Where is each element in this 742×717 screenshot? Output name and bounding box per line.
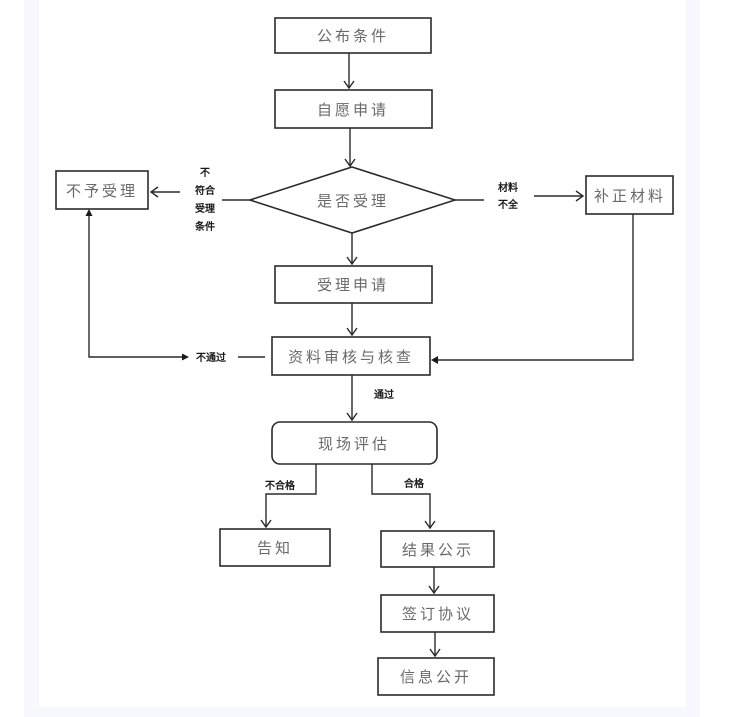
node-label: 公布条件 xyxy=(317,27,389,45)
node-box xyxy=(271,336,431,376)
node-box xyxy=(585,175,674,215)
edge-label: 不全 xyxy=(498,198,519,211)
edge-decision-to-supplement: 材料 不全 xyxy=(455,181,585,211)
node-box xyxy=(274,17,432,54)
node-label: 受理申请 xyxy=(317,276,389,294)
arrow-down-icon xyxy=(346,412,358,422)
edge-apply-to-decision xyxy=(344,128,356,168)
connector-line xyxy=(265,464,317,527)
node-label: 资料审核与核查 xyxy=(288,348,414,366)
node-supplement-materials: 补正材料 xyxy=(585,175,674,215)
edge-label: 通过 xyxy=(374,388,394,401)
arrow-down-icon xyxy=(260,519,272,529)
node-box xyxy=(380,530,495,568)
node-information-disclosure: 信息公开 xyxy=(377,657,495,696)
arrow-down-icon xyxy=(346,256,358,266)
edge-sign-to-disclose xyxy=(429,632,441,658)
node-box xyxy=(219,528,331,567)
edge-assess-to-publicize: 合格 xyxy=(371,464,436,530)
node-voluntary-application: 自愿申请 xyxy=(274,89,433,129)
edge-label: 材料 xyxy=(498,181,518,194)
node-label: 补正材料 xyxy=(594,187,666,205)
node-label: 信息公开 xyxy=(400,668,472,686)
arrow-down-icon xyxy=(344,158,356,168)
arrow-right-icon xyxy=(182,353,189,361)
node-label: 告知 xyxy=(257,539,293,557)
arrow-down-icon xyxy=(424,520,436,530)
edge-label: 条件 xyxy=(194,220,215,233)
node-box xyxy=(271,421,438,465)
edge-label: 不合格 xyxy=(265,479,296,492)
node-box xyxy=(274,265,433,304)
arrow-down-icon xyxy=(346,327,358,337)
edge-decision-to-accept xyxy=(346,233,358,266)
node-label: 签订协议 xyxy=(402,605,474,623)
node-accept-decision: 是否受理 xyxy=(247,166,458,234)
connector-line xyxy=(371,464,431,528)
edge-label: 受理 xyxy=(195,202,215,215)
node-notify: 告知 xyxy=(219,528,331,567)
edge-review-to-reject: 不通过 xyxy=(85,209,265,364)
arrow-down-icon xyxy=(429,648,441,658)
node-label: 现场评估 xyxy=(318,435,390,453)
node-label: 结果公示 xyxy=(402,541,474,559)
node-document-review: 资料审核与核查 xyxy=(271,336,431,376)
edge-review-to-assess: 通过 xyxy=(346,375,394,422)
node-box xyxy=(377,657,495,696)
node-box xyxy=(380,594,495,633)
edge-supplement-to-review xyxy=(431,214,634,364)
edge-assess-to-notify: 不合格 xyxy=(260,464,317,529)
edge-label: 符合 xyxy=(195,184,216,197)
node-publish-conditions: 公布条件 xyxy=(274,17,432,54)
node-box xyxy=(274,89,433,129)
edge-label: 不通过 xyxy=(196,351,226,364)
node-sign-agreement: 签订协议 xyxy=(380,594,495,633)
edge-publicize-to-sign xyxy=(428,567,440,595)
node-accept-application: 受理申请 xyxy=(274,265,433,304)
arrow-left-icon xyxy=(149,186,159,198)
arrow-down-icon xyxy=(343,80,355,90)
arrow-up-icon xyxy=(85,209,93,216)
node-label: 自愿申请 xyxy=(317,101,389,119)
edge-publish-to-apply xyxy=(343,53,355,90)
connector-line xyxy=(433,214,634,361)
arrow-right-icon xyxy=(575,190,585,202)
edge-accept-to-review xyxy=(346,303,358,337)
node-site-assessment: 现场评估 xyxy=(271,421,438,465)
node-label: 不予受理 xyxy=(66,182,138,200)
node-box xyxy=(55,170,149,210)
arrow-left-icon xyxy=(431,356,438,364)
edge-label: 合格 xyxy=(403,477,425,490)
edge-label: 不 xyxy=(200,167,210,179)
node-reject: 不予受理 xyxy=(55,170,149,210)
node-result-publicity: 结果公示 xyxy=(380,530,495,568)
node-label: 是否受理 xyxy=(317,192,389,210)
connector-line xyxy=(88,211,186,358)
arrow-down-icon xyxy=(428,585,440,595)
edge-decision-to-reject: 不 符合 受理 条件 xyxy=(149,167,250,233)
